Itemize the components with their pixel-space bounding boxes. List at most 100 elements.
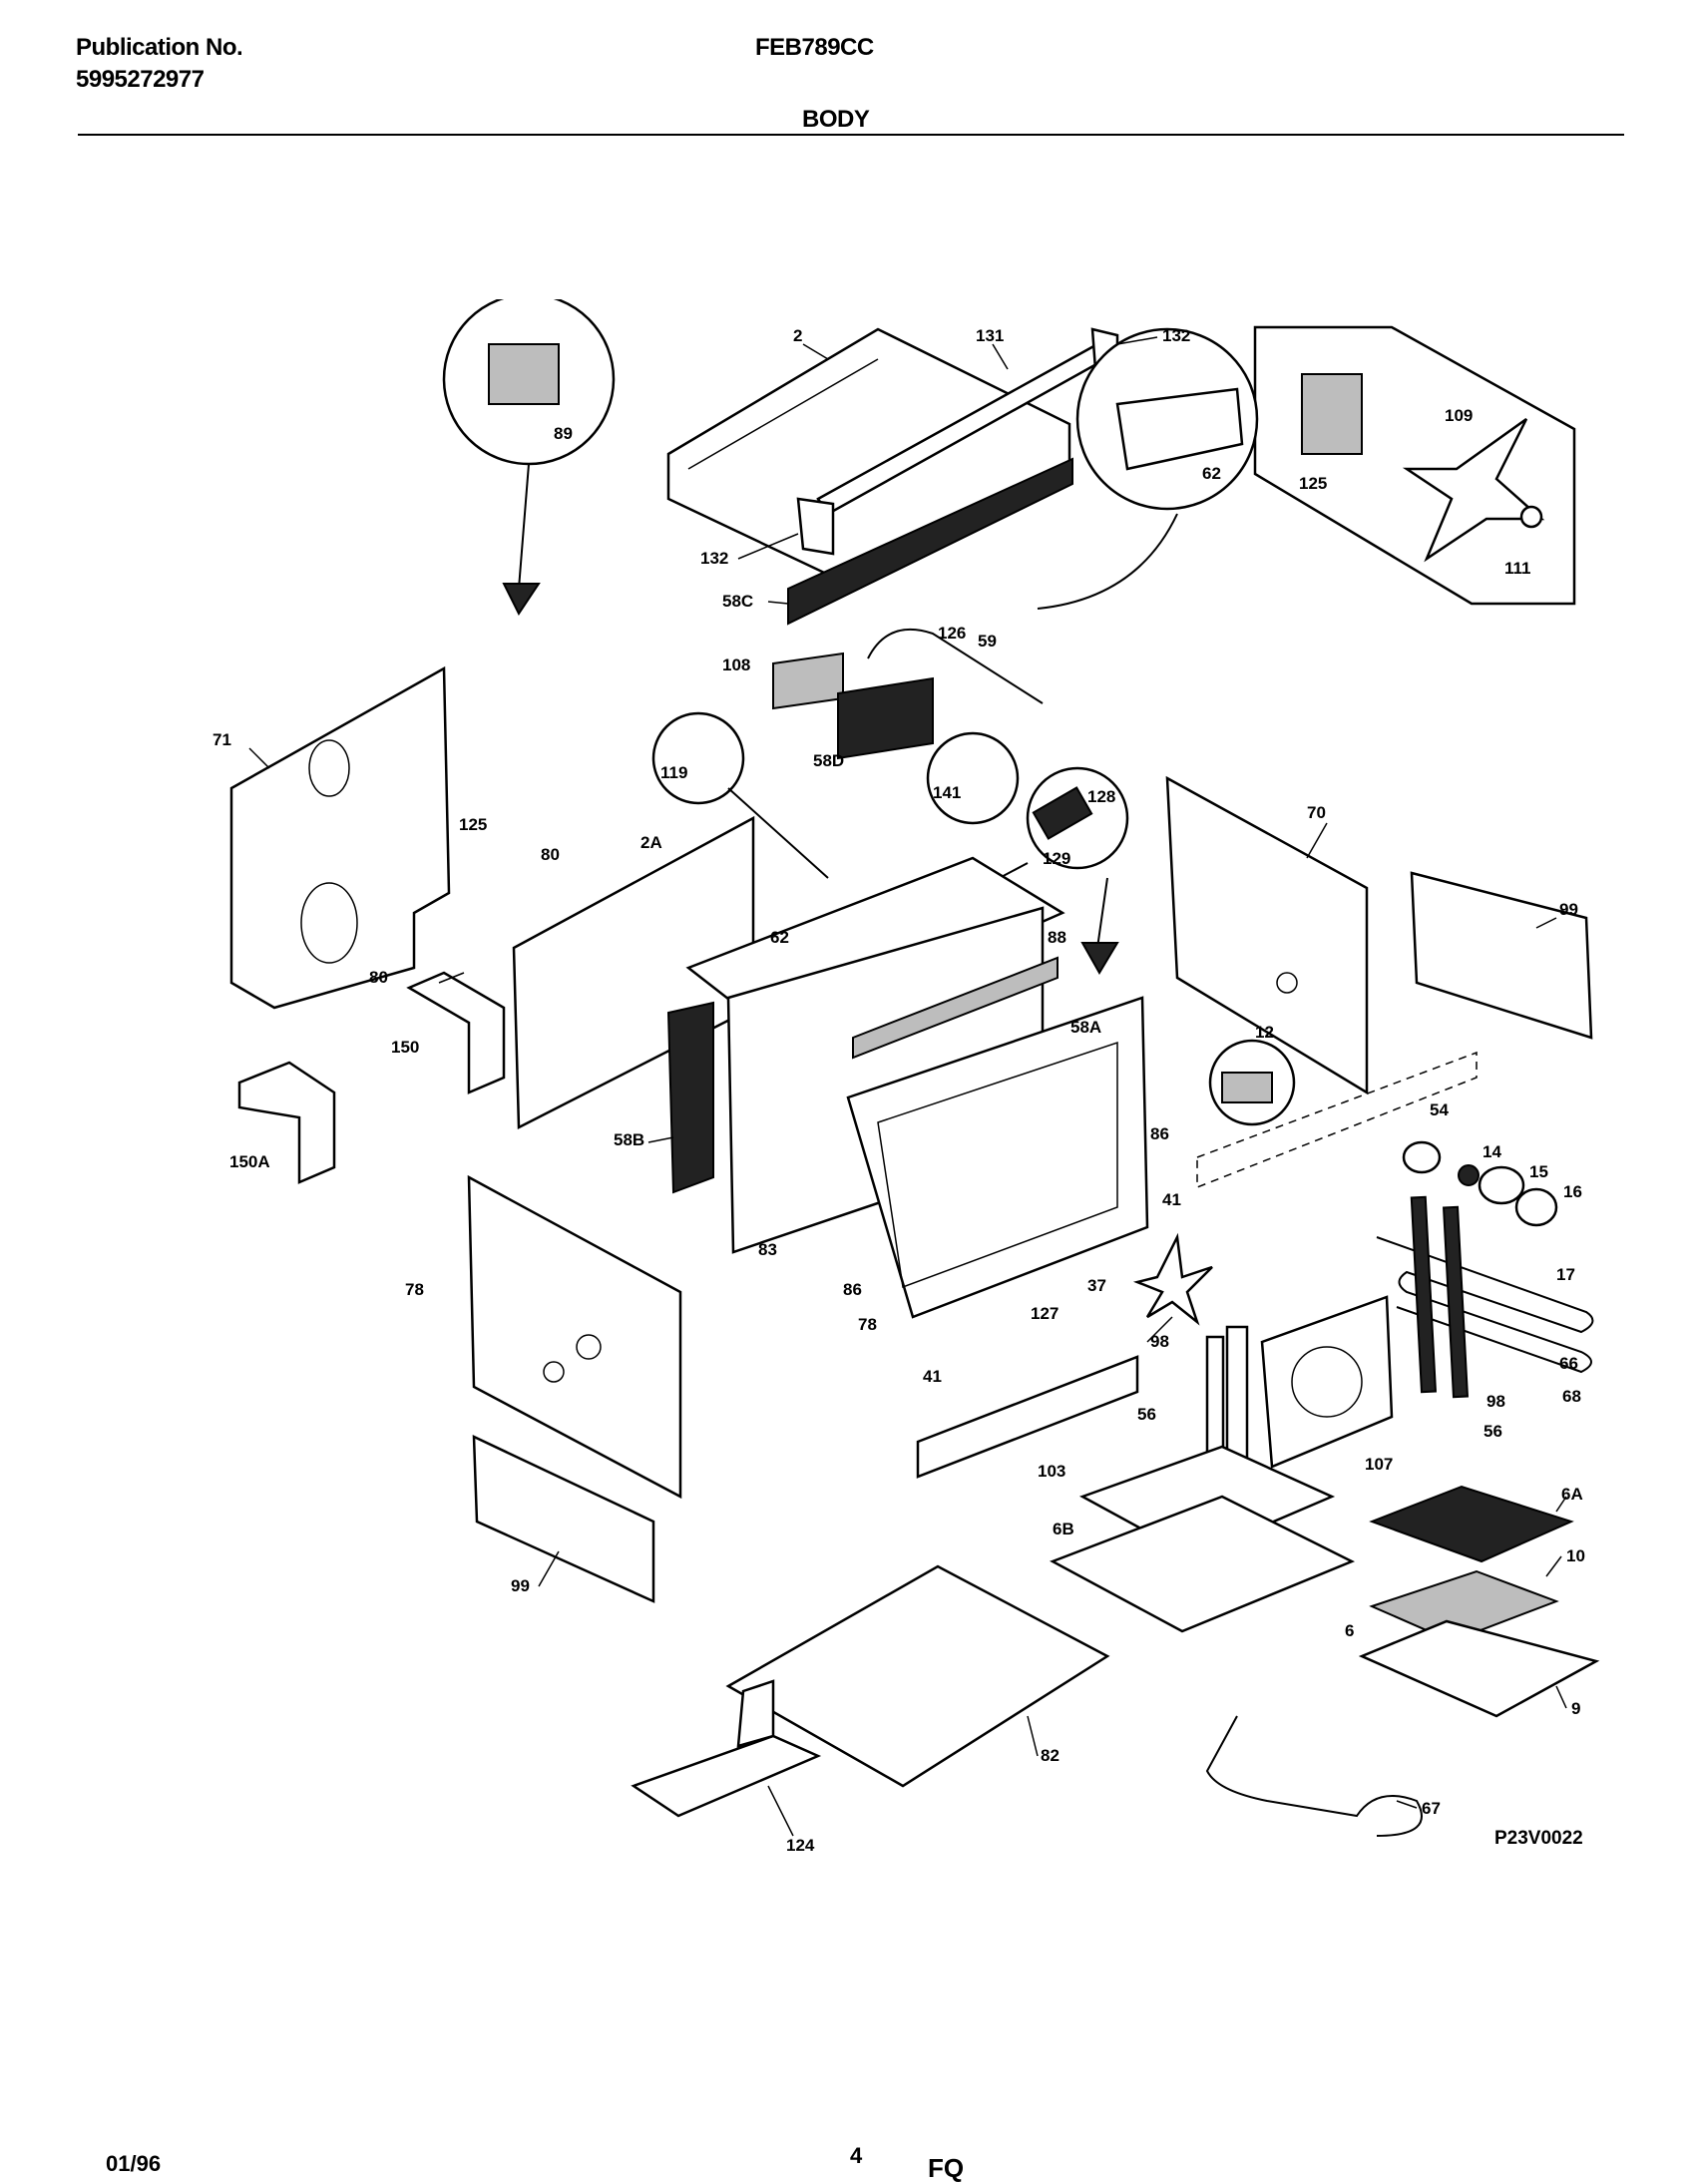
- label-126: 126: [938, 624, 966, 643]
- label-82: 82: [1041, 1746, 1060, 1765]
- label-80: 80: [541, 845, 560, 864]
- label-125: 125: [1299, 474, 1327, 493]
- light-bulb-seal: [1458, 1164, 1480, 1186]
- label-68: 68: [1562, 1387, 1581, 1406]
- label-41b: 41: [923, 1367, 942, 1386]
- label-109: 109: [1445, 406, 1473, 425]
- label-62b: 62: [770, 928, 789, 947]
- arrow: [727, 787, 829, 879]
- label-15: 15: [1529, 1162, 1548, 1181]
- label-132b: 132: [700, 549, 728, 568]
- label-71: 71: [212, 730, 231, 749]
- diagram-code: P23V0022: [1494, 1828, 1583, 1849]
- terminal-block: [1115, 387, 1244, 471]
- label-108: 108: [722, 655, 750, 674]
- label-70: 70: [1307, 803, 1326, 822]
- label-67: 67: [1422, 1799, 1441, 1818]
- label-14: 14: [1483, 1142, 1501, 1161]
- label-2A: 2A: [640, 833, 662, 852]
- switch: [488, 343, 560, 405]
- label-62: 62: [1202, 464, 1221, 483]
- arrow: [1037, 513, 1178, 610]
- light-lens: [1514, 1187, 1558, 1227]
- label-132: 132: [1162, 326, 1190, 345]
- publication-number: 5995272977: [76, 66, 205, 93]
- front-bracket: [796, 497, 835, 556]
- bracket-clip: [237, 1061, 336, 1184]
- element-insulation: [837, 676, 934, 760]
- label-131: 131: [976, 326, 1004, 345]
- convection-fan: [1132, 1232, 1213, 1326]
- label-119: 119: [660, 763, 687, 782]
- oven-bottom: [725, 1564, 1110, 1788]
- top-insulation: [787, 457, 1073, 626]
- front-frame-opening: [877, 1041, 1118, 1289]
- footer-mark: FQ: [928, 2153, 965, 2183]
- label-78: 78: [858, 1315, 877, 1334]
- label-141: 141: [933, 783, 961, 802]
- label-6B: 6B: [1053, 1520, 1074, 1538]
- broil-element: [1376, 1236, 1594, 1374]
- label-86: 86: [1150, 1124, 1169, 1143]
- section-title: BODY: [802, 106, 870, 133]
- label-58A: 58A: [1070, 1018, 1101, 1037]
- element-block: [772, 652, 844, 710]
- drawer-liner-side: [736, 1679, 775, 1748]
- label-56: 56: [1137, 1405, 1156, 1424]
- label-66: 66: [1559, 1354, 1578, 1373]
- bottom-trim: [916, 1355, 1139, 1479]
- publication-label: Publication No.: [76, 34, 243, 61]
- label-17: 17: [1556, 1265, 1575, 1284]
- label-58C: 58C: [722, 592, 753, 611]
- label-41: 41: [1162, 1190, 1181, 1209]
- arrow: [1096, 877, 1108, 949]
- wiring-harness: [1410, 871, 1593, 1040]
- label-111: 111: [1504, 559, 1531, 578]
- leader-lines: [248, 336, 1567, 1837]
- label-37: 37: [1087, 1276, 1106, 1295]
- label-6A: 6A: [1561, 1485, 1583, 1504]
- model-number: FEB789CC: [755, 34, 874, 61]
- broil-pan: [1358, 1619, 1600, 1718]
- part-labels: 2 131 132 132 125 109 111 58C 126 59 108…: [212, 326, 1585, 1855]
- fan-blade: [1402, 417, 1545, 563]
- bracket: [406, 971, 506, 1094]
- element-support-2: [1442, 1205, 1470, 1399]
- label-107: 107: [1365, 1455, 1393, 1474]
- label-99: 99: [1559, 900, 1578, 919]
- nut: [1519, 505, 1543, 529]
- label-98: 98: [1150, 1332, 1169, 1351]
- label-128: 128: [1087, 787, 1115, 806]
- front-frame: [846, 996, 1149, 1319]
- left-side-panel: [467, 1174, 682, 1500]
- fan-shroud: [1260, 1295, 1394, 1469]
- drawer-liner: [631, 1734, 822, 1818]
- label-6: 6: [1345, 1621, 1354, 1640]
- oven-rack: [1050, 1495, 1356, 1633]
- light-socket: [1402, 1140, 1442, 1174]
- label-16: 16: [1563, 1182, 1582, 1201]
- label-58D: 58D: [813, 751, 844, 770]
- label-99b: 99: [511, 1576, 530, 1595]
- heater-coil: [1032, 786, 1093, 840]
- label-86b: 86: [843, 1280, 862, 1299]
- label-10: 10: [1566, 1546, 1585, 1565]
- label-88: 88: [1048, 928, 1066, 947]
- right-rear-panel: [1165, 775, 1369, 1095]
- label-9: 9: [1571, 1699, 1580, 1718]
- left-rear-panel: [229, 665, 451, 1010]
- thermostat-inset: [651, 711, 745, 805]
- label-2: 2: [793, 326, 802, 345]
- label-124: 124: [786, 1836, 815, 1855]
- sensor-inset: [926, 731, 1020, 825]
- label-78b: 78: [405, 1280, 424, 1299]
- broil-rack: [1369, 1485, 1574, 1563]
- label-83: 83: [758, 1240, 777, 1259]
- label-80b: 80: [369, 968, 388, 987]
- wiring-harness-left: [472, 1434, 655, 1603]
- bake-element: [1205, 1715, 1423, 1837]
- label-56b: 56: [1484, 1422, 1502, 1441]
- label-98b: 98: [1486, 1392, 1505, 1411]
- label-150A: 150A: [229, 1152, 270, 1171]
- vent-tube: [867, 628, 1044, 704]
